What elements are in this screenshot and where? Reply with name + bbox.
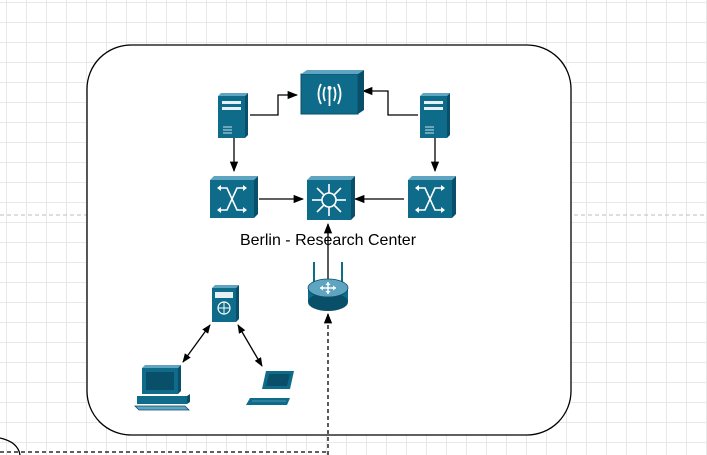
web-server-icon[interactable]	[212, 285, 239, 322]
switch-icon[interactable]	[408, 176, 456, 218]
access-point-icon[interactable]	[300, 70, 364, 115]
server-tower-icon[interactable]	[420, 93, 450, 138]
server-tower-icon[interactable]	[218, 93, 248, 138]
edge-server-right-to-ap	[361, 86, 418, 116]
external-node-fragment[interactable]	[0, 437, 21, 455]
laptop-icon[interactable]	[246, 371, 294, 405]
switch-icon[interactable]	[210, 176, 258, 218]
edges	[0, 86, 440, 455]
edge-lanserver-to-laptop	[237, 324, 263, 367]
router-icon[interactable]	[307, 262, 349, 311]
edge-server-left-to-ap	[250, 90, 299, 116]
core-switch-icon[interactable]	[307, 176, 355, 220]
desktop-computer-icon[interactable]	[134, 365, 190, 411]
edge-lanserver-to-desktop	[182, 324, 211, 363]
